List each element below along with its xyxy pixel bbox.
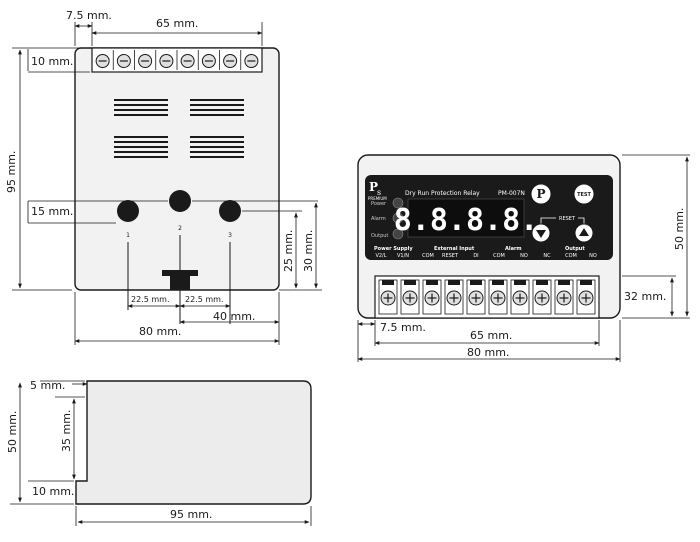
terminal-clamp — [404, 280, 416, 285]
group-power-supply: Power Supply — [374, 246, 413, 252]
housing-body — [74, 47, 280, 291]
terminal-clamp — [558, 280, 570, 285]
dim-side-length: 95 mm. — [170, 508, 212, 521]
terminal-clamp — [514, 280, 526, 285]
led-label-power: Power — [371, 201, 387, 207]
terminal-label: COM — [422, 253, 434, 259]
terminal-label: NO — [520, 253, 528, 259]
dim-side-inner: 35 mm. — [60, 410, 73, 452]
vent-slots — [114, 99, 244, 158]
dim-front-height: 50 mm. — [673, 208, 686, 250]
p-button[interactable] — [530, 183, 552, 205]
terminal-label: COM — [493, 253, 505, 259]
terminal-label: NO — [589, 253, 597, 259]
group-external-input: External Input — [434, 246, 475, 252]
dim-side-bottom: 10 mm. — [32, 485, 74, 498]
terminal-label: DI — [473, 253, 478, 259]
dim-top-hole-height: 15 mm. — [31, 205, 73, 218]
side-housing — [75, 380, 312, 505]
svg-text:P: P — [536, 187, 545, 201]
dim-front-terminal: 32 mm. — [624, 290, 666, 303]
led-label-output: Output — [371, 233, 388, 239]
mounting-hole-2 — [169, 190, 191, 212]
terminal-clamp — [448, 280, 460, 285]
dim-top-offset: 7.5 mm. — [66, 9, 112, 22]
test-button[interactable] — [573, 183, 595, 205]
mounting-hole-1 — [117, 200, 139, 222]
front-view: P s PREMIUM Dry Run Protection Relay PM-… — [357, 154, 690, 362]
terminal-clamp — [382, 280, 394, 285]
brand-logo: P s PREMIUM — [368, 180, 387, 201]
model-number: PM-007N — [498, 190, 525, 197]
terminal-clamp — [492, 280, 504, 285]
terminal-clamp — [580, 280, 592, 285]
dim-front-offset: 7.5 mm. — [380, 321, 426, 334]
dim-top-terminal-height: 10 mm. — [31, 55, 73, 68]
dim-front-terminal-width: 65 mm. — [470, 329, 512, 342]
din-clip-tab — [170, 276, 190, 290]
up-arrow-icon — [579, 228, 589, 236]
mounting-hole-3 — [219, 200, 241, 222]
dim-top-height: 95 mm. — [5, 151, 18, 193]
svg-text:PREMIUM: PREMIUM — [368, 196, 387, 201]
product-title: Dry Run Protection Relay — [405, 190, 480, 197]
terminal-label: COM — [565, 253, 577, 259]
hole-label-2: 2 — [178, 225, 182, 232]
hole-label-3: 3 — [228, 232, 232, 239]
din-clip-bar — [162, 270, 198, 276]
power-led — [392, 197, 404, 209]
dim-top-25: 25 mm. — [282, 230, 295, 272]
svg-text:s: s — [377, 188, 381, 197]
seven-segment-display: 8.8.8.8. — [394, 203, 539, 238]
dim-top-30: 30 mm. — [302, 230, 315, 272]
reset-bracket — [540, 217, 585, 225]
terminal-clamp — [426, 280, 438, 285]
dim-top-gap-a: 22.5 mm. — [131, 295, 169, 304]
terminal-block — [95, 50, 259, 70]
terminal-label: V2/L — [375, 253, 386, 259]
dim-top-gap-b: 22.5 mm. — [185, 295, 223, 304]
group-output: Output — [565, 246, 585, 252]
dim-side-top: 5 mm. — [30, 379, 65, 392]
dim-side-height: 50 mm. — [6, 411, 19, 453]
output-led — [392, 228, 404, 240]
hole-label-1: 1 — [126, 232, 130, 239]
terminal-clamp — [536, 280, 548, 285]
dim-top-40: 40 mm. — [213, 310, 255, 323]
down-arrow-icon — [536, 230, 546, 238]
terminal-label: V1/N — [397, 253, 409, 259]
top-view: 1 2 3 7.5 mm. 65 mm. 10 mm. 95 mm. 15 mm… — [5, 9, 322, 345]
dim-front-width: 80 mm. — [467, 346, 509, 359]
display-window — [407, 198, 525, 238]
front-terminal-block — [378, 279, 596, 315]
terminal-labels: V2/L V1/N COM RESET DI COM NO NC COM NO — [375, 253, 596, 259]
led-label-alarm: Alarm — [371, 216, 386, 222]
group-alarm: Alarm — [505, 246, 522, 252]
reset-label: RESET — [559, 216, 576, 222]
side-view: 5 mm. 50 mm. 35 mm. 10 mm. 95 mm. — [6, 379, 312, 526]
terminal-label: RESET — [442, 253, 459, 259]
dim-top-width: 80 mm. — [139, 325, 181, 338]
terminal-label: NC — [543, 253, 551, 259]
svg-text:P: P — [369, 180, 378, 194]
alarm-led — [392, 212, 404, 224]
dim-top-terminal-width: 65 mm. — [156, 17, 198, 30]
svg-text:TEST: TEST — [577, 192, 591, 198]
terminal-clamp — [470, 280, 482, 285]
